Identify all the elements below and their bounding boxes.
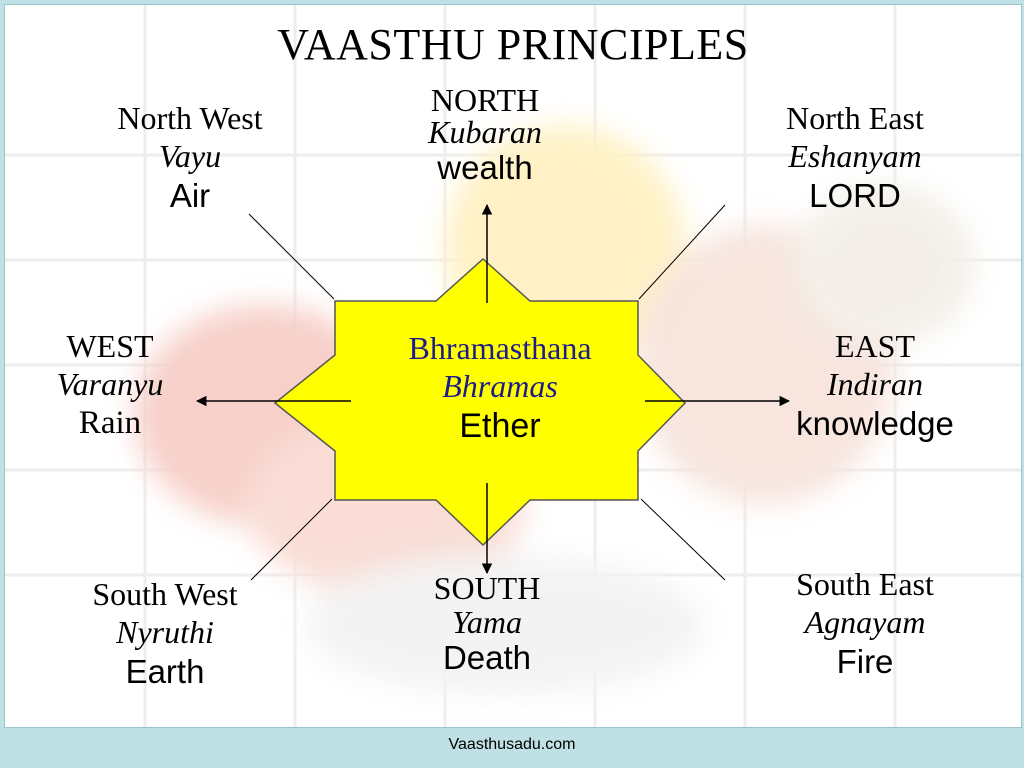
center-star-shape xyxy=(273,257,687,547)
west-deity: Varanyu xyxy=(56,366,164,403)
west-name: WEST xyxy=(66,328,154,364)
line-north-east xyxy=(638,204,726,300)
line-north-west xyxy=(248,213,335,300)
line-south-east xyxy=(640,498,726,581)
center-name: Bhramasthana xyxy=(408,330,592,366)
north-deity: Kubaran xyxy=(428,114,542,151)
direction-north-west: North West Vayu Air xyxy=(75,99,305,215)
north-east-element: LORD xyxy=(809,176,901,214)
south-element: Death xyxy=(442,638,532,676)
north-name: NORTH xyxy=(430,82,540,118)
direction-south-west: South West Nyruthi Earth xyxy=(50,575,280,691)
west-element: Rain xyxy=(78,404,142,441)
south-east-name: South East xyxy=(796,566,934,602)
east-name: EAST xyxy=(835,328,915,364)
north-west-element: Air xyxy=(169,176,211,214)
north-east-name: North East xyxy=(786,100,924,136)
direction-south-east: South East Agnayam Fire xyxy=(750,565,980,681)
direction-east: EAST Indiran knowledge xyxy=(760,327,990,443)
footer-credit: Vaasthusadu.com xyxy=(448,736,576,753)
direction-north: NORTH Kubaran wealth xyxy=(385,81,585,187)
line-south-west xyxy=(250,498,333,581)
east-deity: Indiran xyxy=(827,366,923,403)
center-element: Ether xyxy=(459,406,541,445)
slide-title: VAASTHU PRINCIPLES xyxy=(277,20,749,69)
slide: VAASTHU PRINCIPLES NORTH Kubaran wealth … xyxy=(4,4,1022,728)
direction-west: WEST Varanyu Rain xyxy=(25,327,195,443)
center-bhramasthana: Bhramasthana Bhramas Ether xyxy=(365,329,635,447)
south-deity: Yama xyxy=(452,604,522,641)
south-west-element: Earth xyxy=(125,652,205,690)
south-west-deity: Nyruthi xyxy=(116,614,214,651)
direction-north-east: North East Eshanyam LORD xyxy=(740,99,970,215)
east-element: knowledge xyxy=(796,404,954,442)
south-east-deity: Agnayam xyxy=(804,604,926,641)
vaasthu-diagram xyxy=(195,203,791,581)
north-west-deity: Vayu xyxy=(158,138,222,175)
direction-south: SOUTH Yama Death xyxy=(387,569,587,677)
south-east-element: Fire xyxy=(836,642,894,680)
center-deity: Bhramas xyxy=(442,368,558,405)
north-east-deity: Eshanyam xyxy=(788,138,922,175)
south-name: SOUTH xyxy=(433,570,541,606)
north-west-name: North West xyxy=(117,100,263,136)
north-element: wealth xyxy=(437,148,533,186)
south-west-name: South West xyxy=(92,576,238,612)
